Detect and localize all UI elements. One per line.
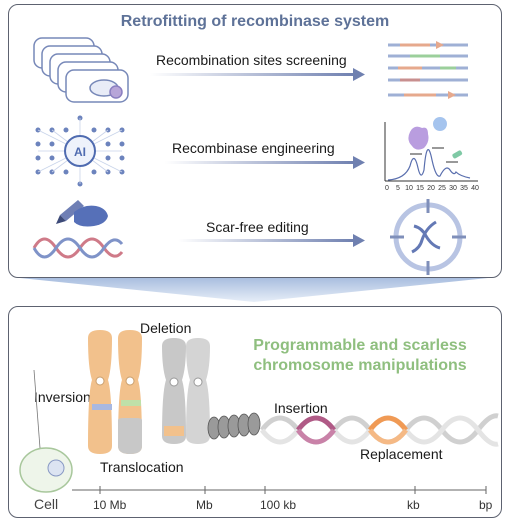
dna-helix — [260, 413, 499, 447]
scale-tick-mb: Mb — [196, 498, 213, 512]
ai-network-icon — [35, 115, 125, 187]
chart-tick-20: 20 — [427, 185, 435, 192]
chart-tick-30: 30 — [449, 185, 457, 192]
chromosome-orange — [88, 330, 112, 454]
scale-tick-bp: bp — [479, 498, 493, 512]
section-title: Retrofitting of recombinase system — [120, 13, 390, 30]
chart-tick-0: 0 — [385, 185, 389, 192]
chromosome-gray — [162, 338, 210, 444]
cell-dishes-icon — [33, 37, 129, 103]
ai-label: AI — [74, 145, 86, 159]
chart-tick-5: 5 — [396, 185, 400, 192]
arrow-screening — [150, 68, 365, 81]
label-deletion: Deletion — [140, 320, 192, 336]
scale-tick-100kb: 100 kb — [260, 498, 297, 512]
chart-tick-15: 15 — [416, 185, 424, 192]
arrow-scarfree — [178, 234, 365, 247]
arrow-engineering — [165, 156, 365, 169]
dna-helix-icon — [32, 237, 124, 259]
label-insertion: Insertion — [274, 400, 328, 416]
headline-line2: chromosome manipulations — [253, 357, 467, 374]
scale-tick-kb: kb — [407, 498, 420, 512]
step-label-screening: Recombination sites screening — [156, 52, 347, 68]
chromosome-mixed — [118, 330, 142, 454]
step-label-scarfree: Scar-free editing — [206, 219, 309, 235]
label-translocation: Translocation — [100, 459, 184, 475]
label-inversion: Inversion — [34, 389, 91, 405]
engineering-chart — [384, 117, 478, 182]
pen-hand-icon — [56, 200, 108, 227]
chart-tick-35: 35 — [460, 185, 468, 192]
cell-icon — [19, 369, 73, 493]
scale-cell-label: Cell — [34, 496, 59, 512]
chart-tick-10: 10 — [405, 185, 413, 192]
connector-band — [20, 278, 488, 302]
scale-tick-10mb: 10 Mb — [93, 498, 127, 512]
chart-tick-25: 25 — [438, 185, 446, 192]
target-crosshair-icon — [390, 199, 466, 275]
chart-tick-40: 40 — [471, 185, 479, 192]
headline-line1: Programmable and scarless — [253, 337, 467, 354]
step-label-engineering: Recombinase engineering — [172, 140, 335, 156]
screening-lines-icon — [388, 41, 468, 99]
scale-axis — [72, 486, 487, 494]
chromatin-coil — [207, 412, 261, 440]
label-replacement: Replacement — [360, 446, 443, 462]
